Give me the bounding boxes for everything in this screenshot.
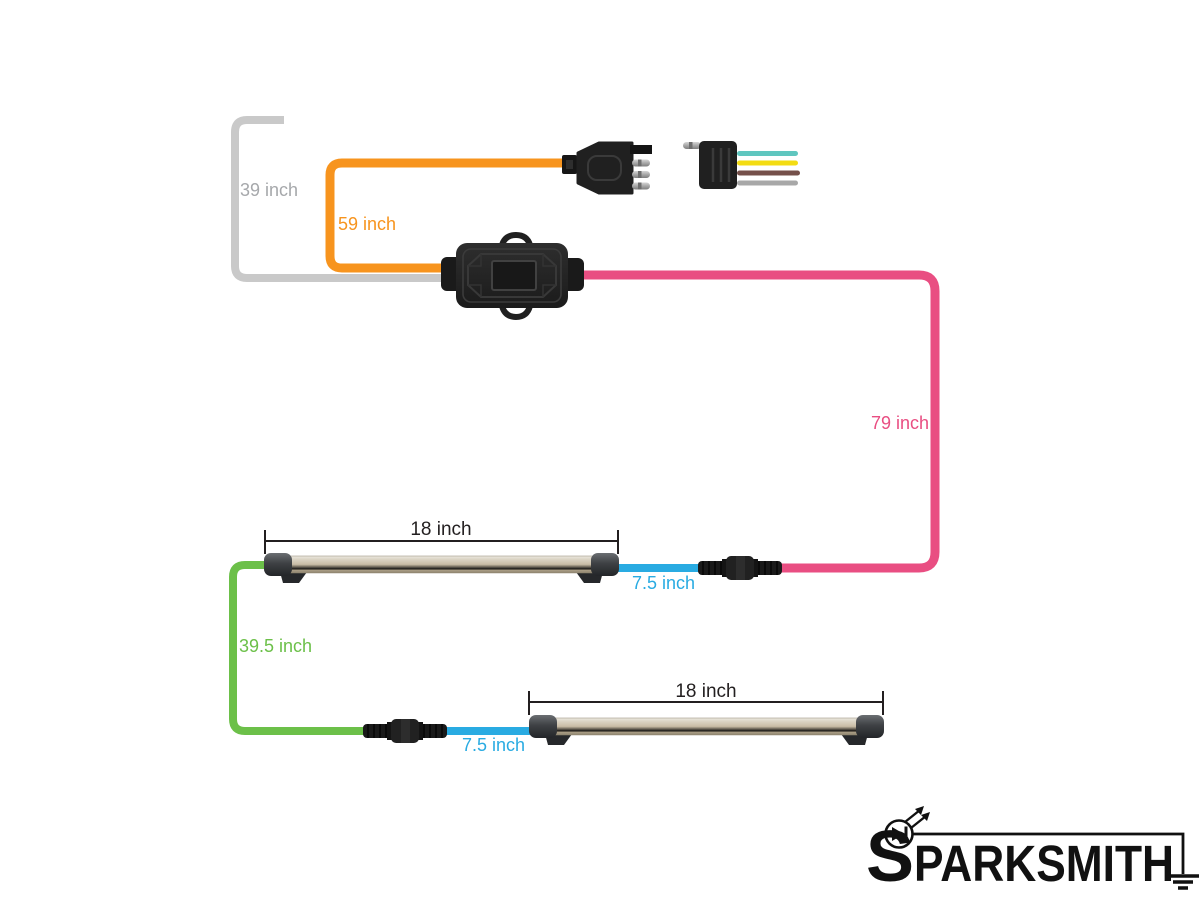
female-connector-body [699,141,737,189]
connector-barrel-band [401,719,410,743]
pigtail-wire-brown [737,170,800,176]
connector-collar-left [722,559,729,577]
flat4-male-connector [562,141,652,195]
label-39-5-inch: 39.5 inch [239,636,312,656]
control-box-module [441,231,584,321]
male-connector-recess [587,155,622,181]
bar-tube [550,717,863,736]
inline-connector-top [698,556,782,580]
connector-rib-right [754,561,782,575]
connector-rib-lines [367,724,443,738]
pin-ring [638,159,642,167]
light-bar-bottom [529,715,884,745]
female-connector-pin-ring [689,142,693,149]
label-7-5-inch-top: 7.5 inch [632,573,695,593]
connector-rib-right [419,724,447,738]
connector-rib-left [363,724,391,738]
orange-power-wire [325,158,567,273]
sparksmith-logo: S PARKSMITH [866,806,1199,897]
light-bar-top [264,553,619,583]
measure-line [264,530,619,554]
label-59-inch: 59 inch [338,214,396,234]
label-18-inch-top: 18 inch [410,519,471,540]
connector-collar-left [387,722,394,740]
led-emission-arrowheads [915,806,930,821]
led-diode-symbol [886,826,908,842]
pin-ring [638,182,642,190]
connector-collar-right [751,559,758,577]
measure-line [528,691,884,715]
connector-rib-lines [702,561,778,575]
bar-endcap-left [529,715,557,738]
ground-icon [1167,874,1199,890]
logo-wordmark: PARKSMITH [914,835,1174,892]
pin-ring [638,171,642,178]
measurement-bottom-bar: 18 inch [528,681,884,715]
label-7-5-inch-bottom: 7.5 inch [462,735,525,755]
pink-main-wire [578,270,940,573]
label-79-inch: 79 inch [871,413,929,433]
box-center-plate [491,260,537,291]
female-connector-grooves [711,148,731,182]
label-39-inch: 39 inch [240,180,298,200]
green-cross-wire [229,561,366,735]
bar-endcap-left [264,553,292,576]
led-diode-icon [884,806,930,849]
pigtail-wire-gray [737,180,798,186]
white-extension-wire [231,116,452,282]
bar-tube [285,555,598,574]
flat4-female-connector [683,141,800,189]
male-connector-pins [632,159,650,190]
box-bottom-mount-tab [499,305,533,321]
box-inner-outline [462,248,562,303]
logo-letter-s: S [866,817,914,897]
box-corner-accents [468,254,556,297]
logo-circuit-wire [912,832,1185,874]
box-top-mount-tab [499,231,533,247]
connector-barrel-band [736,556,745,580]
male-connector-top-tab [630,145,652,154]
bar-endcap-right [856,715,884,738]
connector-collar-right [416,722,423,740]
inline-connector-bottom [363,719,447,743]
pigtail-wire-teal [737,151,798,156]
label-18-inch-bottom: 18 inch [675,681,736,702]
measurement-top-bar: 18 inch [264,519,619,554]
pigtail-wire-yellow [737,160,798,166]
connector-rib-left [698,561,726,575]
led-emission-arrows [904,809,927,829]
bar-endcap-right [591,553,619,576]
wire-clip-notch [566,160,573,169]
male-connector-body [576,141,634,195]
